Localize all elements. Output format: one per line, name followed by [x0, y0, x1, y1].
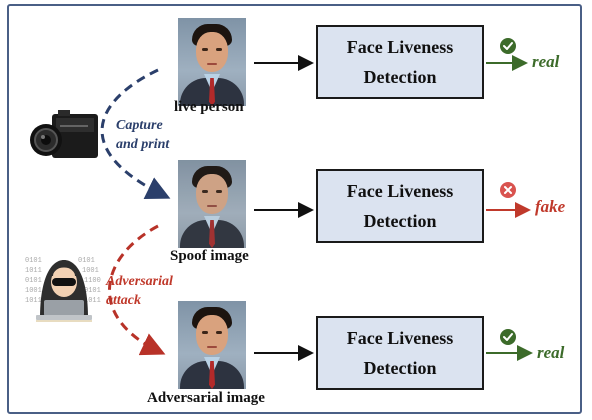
- x-circle-icon: [500, 182, 516, 198]
- adversarial-attack-arrow: [108, 224, 166, 356]
- capture-print-arrow: [100, 68, 171, 199]
- detection-box-2-line2: Detection: [363, 211, 437, 231]
- detection-box-1-line1: Face Liveness: [346, 37, 454, 57]
- svg-text:0101: 0101: [25, 277, 42, 285]
- attack-label: Adversarial attack: [106, 272, 173, 310]
- detection-box-3-line2: Detection: [363, 358, 437, 378]
- caption-spoof-image: Spoof image: [170, 248, 249, 264]
- svg-text:1100: 1100: [84, 277, 101, 285]
- detection-box-2: Face Liveness Detection: [316, 169, 484, 243]
- capture-label-line1: Capture: [116, 118, 163, 133]
- detection-box-2-line1: Face Liveness: [346, 181, 454, 201]
- svg-text:1001: 1001: [25, 287, 42, 295]
- detection-box-1-line2: Detection: [363, 67, 437, 87]
- adversarial-image-photo: [178, 301, 246, 389]
- caption-live-person: live person: [174, 99, 244, 115]
- svg-text:1011: 1011: [84, 297, 101, 305]
- attack-label-line2: attack: [106, 293, 141, 308]
- camera-icon: [30, 110, 98, 158]
- svg-text:0101: 0101: [78, 257, 95, 265]
- capture-label-line2: and print: [116, 137, 170, 152]
- result-label-3: real: [537, 343, 565, 362]
- live-person-photo: [178, 18, 246, 106]
- result-label-1: real: [532, 52, 560, 71]
- capture-label: Capture and print: [116, 116, 169, 154]
- caption-adversarial-image: Adversarial image: [147, 390, 265, 406]
- detection-box-3-line1: Face Liveness: [346, 328, 454, 348]
- check-circle-icon: [500, 38, 516, 54]
- check-circle-icon: [500, 329, 516, 345]
- result-label-2: fake: [535, 197, 566, 216]
- hacker-icon: 0101 0101 1011 1001 0101 1100 1001 0101 1011…: [25, 257, 101, 322]
- svg-text:0101: 0101: [25, 257, 42, 265]
- svg-text:1011: 1011: [25, 297, 42, 305]
- attack-label-line1: Adversarial: [106, 274, 173, 289]
- svg-text:0101: 0101: [84, 287, 101, 295]
- diagram-frame: [7, 4, 582, 414]
- svg-text:1001: 1001: [82, 267, 99, 275]
- svg-text:1011: 1011: [25, 267, 42, 275]
- detection-box-1: Face Liveness Detection: [316, 25, 484, 99]
- spoof-image-photo: [178, 160, 246, 248]
- detection-box-3: Face Liveness Detection: [316, 316, 484, 390]
